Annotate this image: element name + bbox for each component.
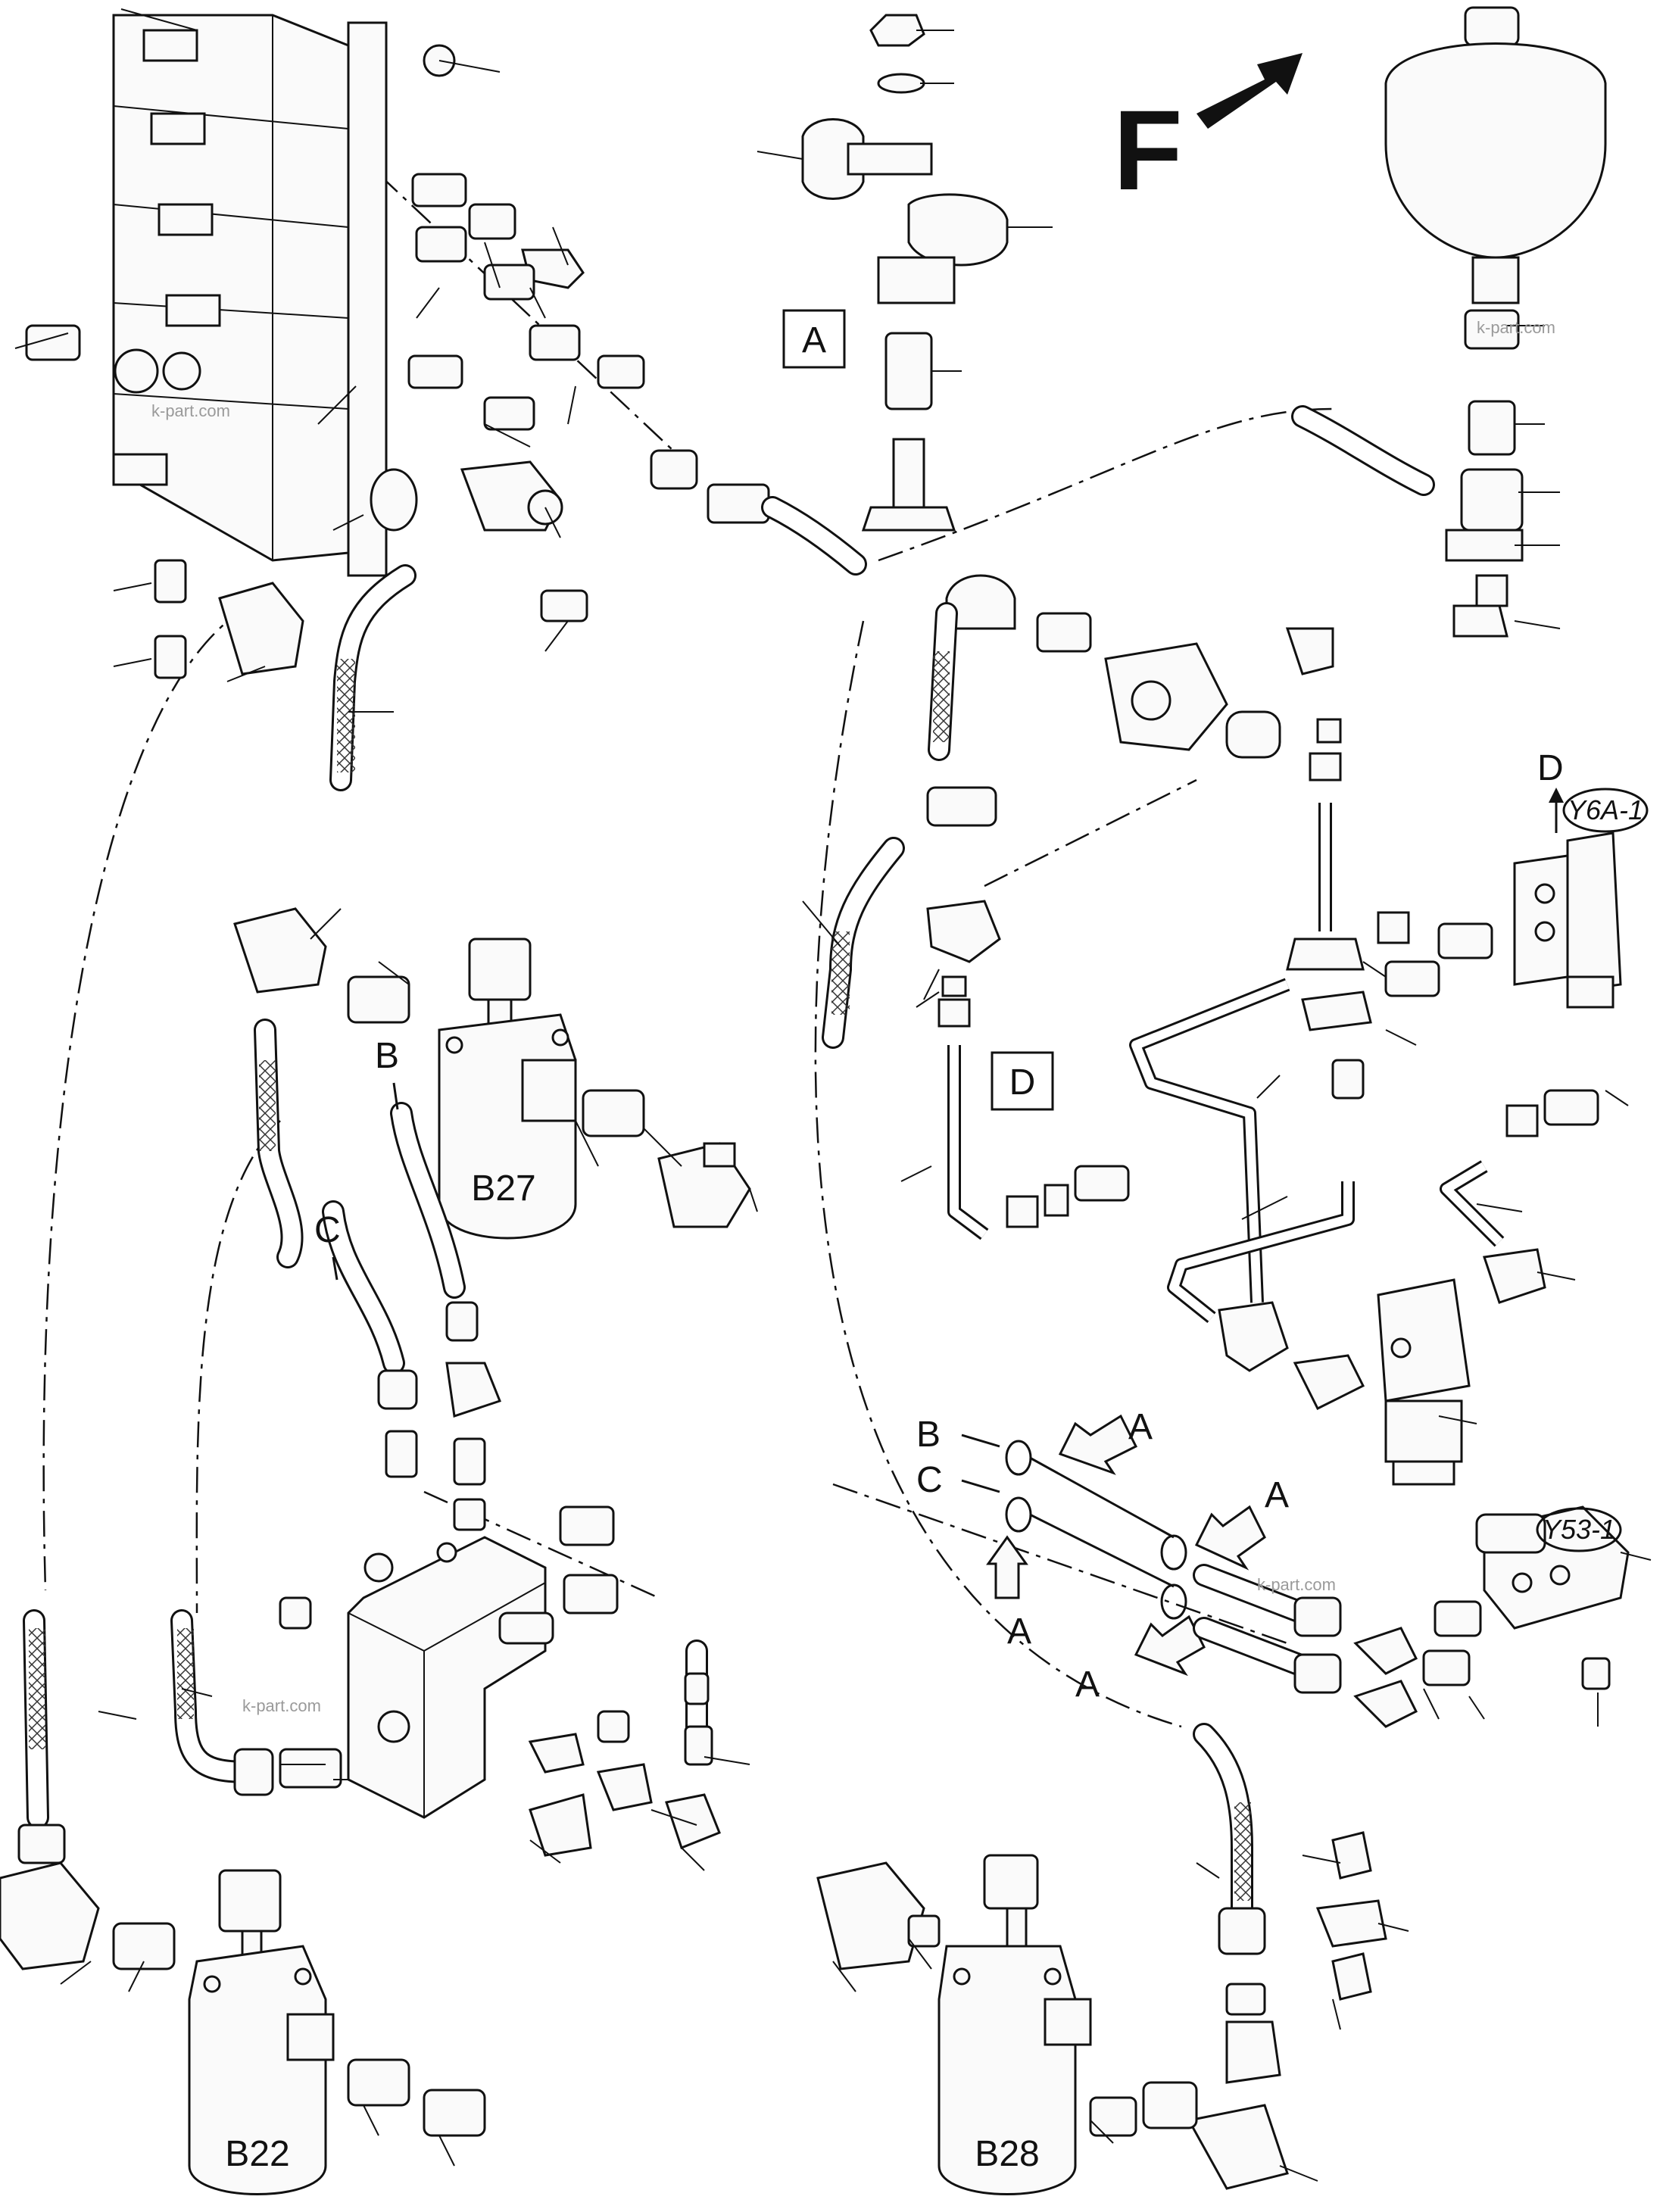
- hose-manifold-down: [329, 564, 416, 791]
- arrow-a-label-4: A: [1075, 1664, 1100, 1705]
- y53-hoses: [1193, 1564, 1418, 1728]
- view-a-callout: A: [782, 309, 846, 369]
- view-a-label: A: [802, 320, 826, 360]
- solenoid-valve-y53: Y53-1: [1422, 1505, 1630, 1690]
- b22-label: B22: [225, 2134, 289, 2174]
- filter-b27: B27: [233, 907, 751, 1240]
- connection-d-indicator: D: [1537, 748, 1564, 833]
- hose-left-b22: [0, 1609, 176, 1970]
- y53-tag-label: Y53-1: [1543, 1514, 1615, 1545]
- valve-manifold: [112, 14, 418, 577]
- watermark-3: k-part.com: [1257, 1575, 1336, 1594]
- routing-lines: [42, 173, 1334, 1728]
- connection-b-label: B: [916, 1415, 941, 1455]
- hose-c-label: C: [314, 1210, 341, 1250]
- hose-upper-middle: [650, 405, 1435, 576]
- b27-label: B27: [471, 1168, 535, 1209]
- hose-left-loop: [170, 1609, 713, 1796]
- clamp-assembly: [801, 14, 1009, 532]
- manifold-port-fittings: [25, 44, 698, 679]
- watermarks: k-part.com k-part.com k-part.com k-part.…: [151, 318, 1555, 1715]
- hose-lower-right: [1187, 1723, 1387, 2190]
- b28-label: B28: [975, 2134, 1039, 2174]
- connection-c-label: C: [916, 1460, 943, 1500]
- mid-right-fittings: [822, 574, 1342, 1240]
- filter-b22: B22: [188, 1869, 486, 2195]
- arrow-a-label-2: A: [1265, 1475, 1289, 1515]
- filter-b28: B28: [816, 1854, 1198, 2195]
- central-valve-block: [279, 1505, 721, 1857]
- connection-d-label: D: [1537, 748, 1564, 788]
- accumulator: [1384, 6, 1607, 638]
- connection-markers: B C A A A A: [916, 1407, 1289, 1705]
- solenoid-lower-right: [1377, 1248, 1546, 1486]
- view-d-label: D: [1009, 1062, 1036, 1103]
- forward-direction-indicator: F: [1113, 53, 1303, 214]
- forward-arrow-icon: [1196, 53, 1303, 129]
- y6a-tag-label: Y6A-1: [1568, 794, 1643, 825]
- watermark-4: k-part.com: [242, 1696, 321, 1715]
- solenoid-valve-y6a: Y6A-1: [1513, 788, 1649, 1009]
- hose-b-label: B: [375, 1036, 399, 1076]
- watermark-1: k-part.com: [151, 401, 230, 420]
- arrow-a-label-3: A: [1007, 1611, 1031, 1652]
- watermark-2: k-part.com: [1477, 318, 1555, 337]
- arrow-a-label: A: [1128, 1407, 1153, 1447]
- b-c-hoses: [254, 1019, 501, 1531]
- d-tube-assembly: [1129, 803, 1599, 1411]
- view-d-callout: D: [991, 1051, 1054, 1111]
- leader-lines: [14, 8, 1652, 2182]
- connection-bc-labels: B C: [314, 1036, 399, 1281]
- forward-label: F: [1113, 86, 1183, 214]
